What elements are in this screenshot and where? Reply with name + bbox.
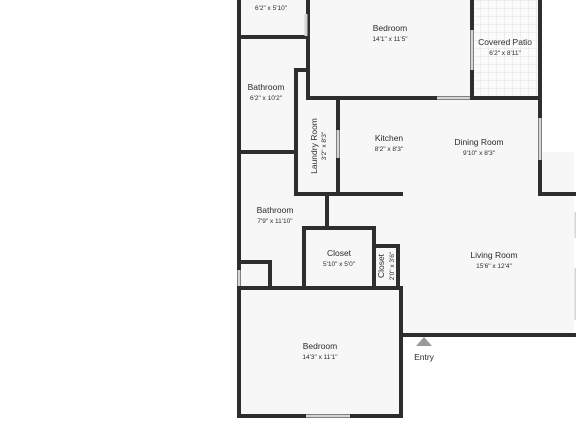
walls [237, 0, 576, 418]
windows [237, 14, 576, 418]
room-dim-kitchen: 8'2" x 8'3" [375, 146, 404, 153]
room-name-laundry: Laundry Room [309, 118, 319, 174]
room-name-covered-patio: Covered Patio [478, 37, 532, 47]
room-dim-bathroom-top: 6'2" x 10'2" [250, 95, 283, 102]
room-name-dining: Dining Room [454, 137, 503, 147]
room-dim-laundry: 3'2" x 8'3" [321, 131, 328, 160]
entry-marker-icon [416, 337, 432, 346]
room-name-living: Living Room [470, 250, 517, 260]
entry-label: Entry [414, 352, 435, 362]
room-dim-dining: 9'10" x 8'3" [463, 150, 496, 157]
room-name-bedroom-bottom: Bedroom [303, 341, 338, 351]
room-dim-bedroom-top: 14'1" x 11'5" [372, 36, 408, 43]
room-dim-top-partial: 6'2" x 5'10" [255, 5, 288, 12]
room-name-kitchen: Kitchen [375, 133, 404, 143]
room-name-closet-b: Closet [376, 253, 386, 278]
room-dim-closet-b: 2'0" x 3'6" [389, 251, 396, 280]
labels: 6'2" x 5'10" Bedroom 14'1" x 11'5" Cover… [248, 5, 533, 362]
room-dim-closet-a: 5'10" x 5'0" [323, 261, 356, 268]
room-dim-covered-patio: 6'2" x 8'11" [489, 50, 521, 57]
room-name-bathroom-top: Bathroom [248, 82, 285, 92]
room-dim-living: 15'6" x 12'4" [476, 263, 512, 270]
covered-patio-floor [472, 0, 540, 98]
room-dim-bathroom-mid: 7'9" x 11'10" [257, 218, 293, 225]
floor-areas [239, 0, 574, 416]
room-dim-bedroom-bottom: 14'3" x 11'1" [302, 354, 338, 361]
room-name-closet-a: Closet [327, 248, 352, 258]
room-name-bathroom-mid: Bathroom [257, 205, 294, 215]
room-name-bedroom-top: Bedroom [373, 23, 408, 33]
